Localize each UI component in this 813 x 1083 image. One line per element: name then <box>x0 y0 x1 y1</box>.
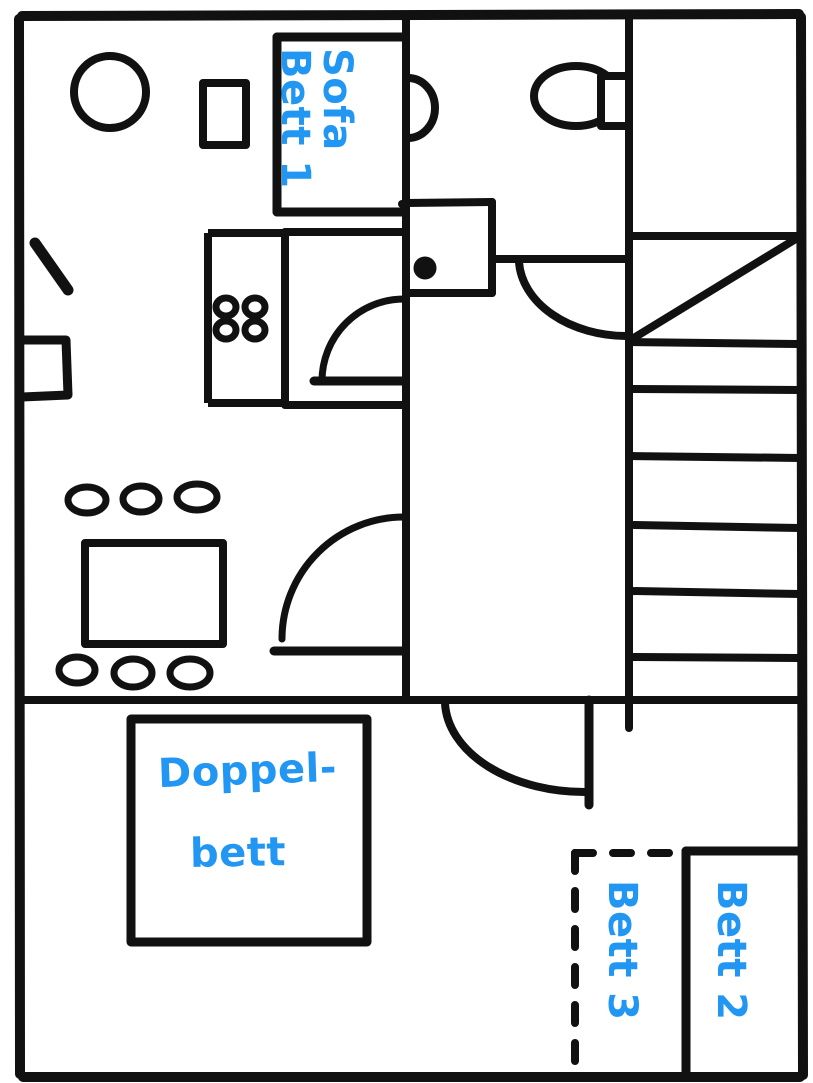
shower-with-drain <box>413 256 437 280</box>
stove-four-burner <box>204 229 289 407</box>
outer-walls <box>14 9 808 1082</box>
door-swing-bath <box>491 255 630 340</box>
label-doppelbett-line2: bett <box>189 829 287 877</box>
door-swing-hall <box>269 513 409 656</box>
dining-chair-row-bottom <box>55 653 214 691</box>
stair-step-3 <box>625 452 804 462</box>
single-bed-2 <box>681 846 804 1078</box>
label-doppelbett-line1: Doppel- <box>157 744 338 798</box>
stair-step-4 <box>630 521 804 532</box>
staircase <box>625 232 804 662</box>
label-bett3: Bett 3 <box>599 880 645 1021</box>
round-table <box>70 52 150 132</box>
wall-bath-top <box>402 198 496 207</box>
stair-step-1 <box>625 338 801 348</box>
label-bett1: Bett 1 <box>272 48 318 189</box>
toilet <box>530 62 633 130</box>
double-bed <box>126 714 372 947</box>
label-bett2: Bett 2 <box>708 880 754 1021</box>
door-swing-kitchen <box>309 295 409 386</box>
left-wall-unit <box>17 335 73 402</box>
stair-step-2 <box>626 385 804 394</box>
dining-chair-row-top <box>64 480 221 517</box>
stair-direction-arrow <box>628 233 803 343</box>
door-swing-bedroom <box>441 695 594 810</box>
kitchen-counter <box>281 228 408 409</box>
stair-step-5 <box>628 587 804 598</box>
sofa-bed <box>272 32 409 217</box>
sink <box>404 74 439 142</box>
label-sofa: Sofa <box>314 48 360 151</box>
stair-step-6 <box>628 653 802 662</box>
small-cabinet <box>199 79 250 149</box>
door-swing-left-wall <box>29 237 74 296</box>
dining-table <box>81 539 227 648</box>
single-bed-3-dashed <box>571 849 688 1076</box>
